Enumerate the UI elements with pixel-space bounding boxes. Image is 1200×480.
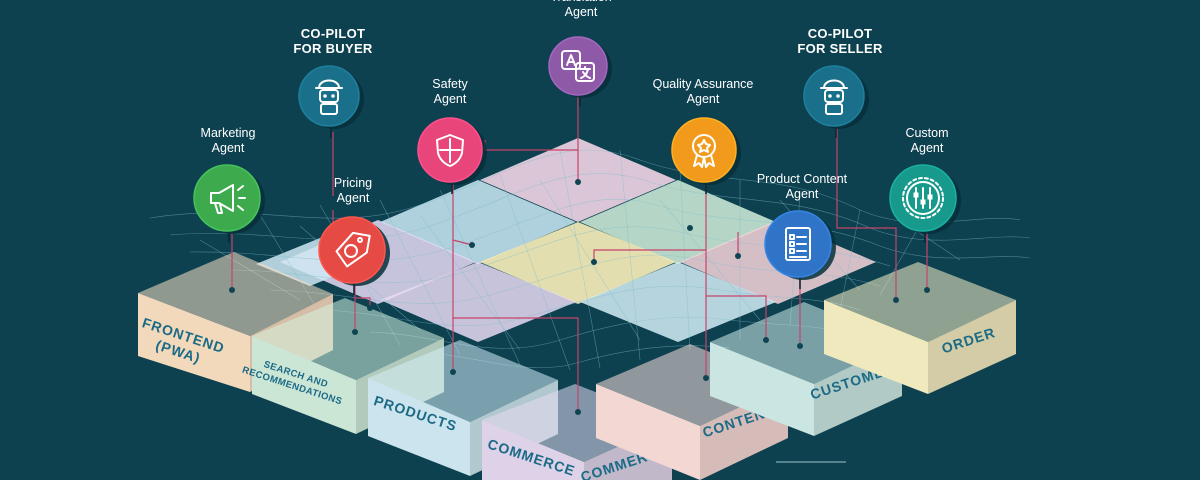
service-blocks: FRONTEND(PWA)SEARCH ANDRECOMMENDATIONSPR… — [138, 252, 1016, 480]
block-order: ORDER — [824, 262, 1016, 394]
price-tag-icon — [335, 231, 371, 268]
award-badge-icon — [692, 134, 716, 168]
connector-dots — [229, 179, 930, 415]
document-list-icon — [785, 227, 811, 261]
connector-lines — [231, 95, 928, 412]
agent-disc — [803, 65, 865, 127]
agent-disc — [318, 216, 386, 284]
agent-disc — [548, 36, 608, 96]
agent-translation: TranslationAgent — [548, 0, 612, 107]
settings-sliders-icon — [902, 177, 944, 219]
agent-label-translation: TranslationAgent — [550, 0, 611, 19]
robot-icon — [315, 79, 343, 115]
megaphone-icon — [210, 184, 246, 214]
robot-icon — [820, 79, 848, 115]
agent-disc — [298, 65, 360, 127]
agent-disc — [193, 164, 261, 232]
shield-icon — [436, 134, 464, 167]
translate-icon — [561, 50, 595, 82]
